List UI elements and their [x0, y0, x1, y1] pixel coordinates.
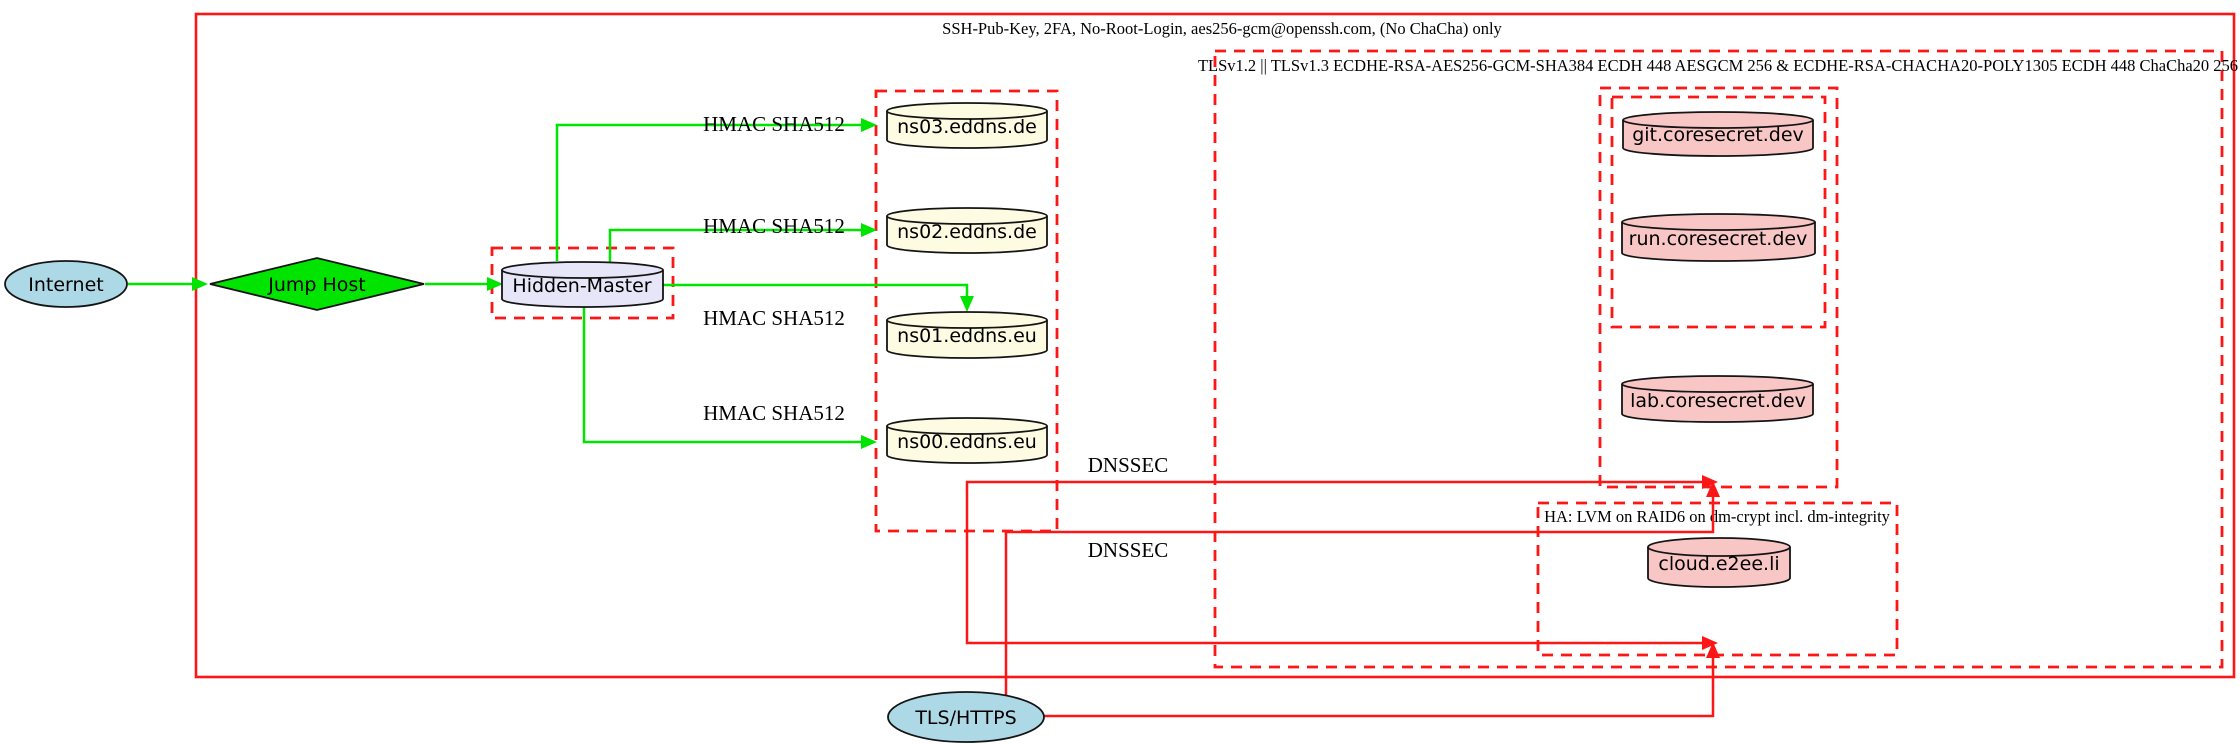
lab-label: lab.coresecret.dev — [1630, 390, 1806, 412]
tls-https-label: TLS/HTTPS — [914, 707, 1016, 729]
edge-hiddenmaster-to-ns02 — [608, 223, 877, 262]
edge-jumphost-to-hiddenmaster — [425, 277, 503, 291]
cluster-coresecret-outer-box — [1598, 86, 1839, 489]
cluster-ssh-box — [194, 12, 2236, 679]
edge-hiddenmaster-to-ns00 — [582, 305, 877, 449]
edge-internet-to-jumphost — [128, 277, 208, 291]
edge-label-hmac-ns02: HMAC SHA512 — [703, 214, 845, 238]
cluster-tls-box — [1213, 49, 2224, 669]
cylinder-lens — [1621, 383, 1814, 393]
node-ns01: ns01.eddns.eu — [886, 311, 1048, 359]
run-label: run.coresecret.dev — [1629, 228, 1808, 250]
cluster-coresecret-inner-box — [1610, 95, 1827, 329]
edge-eddns-to-coresecret-dnssec — [965, 475, 1718, 531]
node-ns00: ns00.eddns.eu — [886, 417, 1048, 464]
cylinder-lens — [886, 319, 1048, 329]
cluster-eddns-box — [874, 89, 1059, 533]
edge-tlshttps-to-ha — [1043, 642, 1720, 718]
cluster-ha-label: HA: LVM on RAID6 on dm-crypt incl. dm-in… — [1544, 507, 1891, 526]
ns01-label: ns01.eddns.eu — [897, 325, 1037, 347]
node-cloud: cloud.e2ee.li — [1647, 537, 1791, 588]
ns00-label: ns00.eddns.eu — [897, 431, 1037, 453]
node-run: run.coresecret.dev — [1621, 213, 1816, 262]
arrowhead-up-icon — [1706, 481, 1720, 497]
arrowhead-up-icon — [1706, 642, 1720, 658]
node-ns02: ns02.eddns.de — [886, 207, 1048, 254]
cluster-tls-label: TLSv1.2 || TLSv1.3 ECDHE-RSA-AES256-GCM-… — [1198, 56, 2238, 75]
node-git: git.coresecret.dev — [1622, 111, 1814, 157]
ns02-label: ns02.eddns.de — [897, 221, 1037, 243]
edge-label-dnssec-1: DNSSEC — [1088, 453, 1169, 477]
edge-hiddenmaster-to-ns03 — [555, 118, 877, 261]
edge-label-hmac-ns00: HMAC SHA512 — [703, 401, 845, 425]
edge-label-hmac-ns01: HMAC SHA512 — [703, 306, 845, 330]
git-label: git.coresecret.dev — [1632, 124, 1804, 146]
edge-hiddenmaster-to-ns01 — [662, 283, 974, 312]
cylinder-lens — [1621, 221, 1816, 231]
cylinder-lens — [886, 425, 1048, 435]
arrowhead-right-icon — [1702, 636, 1718, 650]
cluster-ssh-label: SSH-Pub-Key, 2FA, No-Root-Login, aes256-… — [942, 19, 1502, 38]
edge-tlshttps-to-coresecret — [1004, 481, 1720, 695]
hidden-master-label: Hidden-Master — [512, 275, 651, 297]
node-lab: lab.coresecret.dev — [1621, 375, 1814, 423]
node-internet: Internet — [4, 260, 128, 308]
cylinder-lens — [886, 110, 1048, 120]
jump-host-label: Jump Host — [267, 274, 366, 296]
ns03-label: ns03.eddns.de — [897, 116, 1037, 138]
node-ns03: ns03.eddns.de — [886, 102, 1048, 149]
cylinder-lens — [1622, 119, 1814, 129]
edge-label-hmac-ns03: HMAC SHA512 — [703, 112, 845, 136]
internet-label: Internet — [28, 274, 103, 296]
arrowhead-right-icon — [861, 435, 877, 449]
node-hidden-master: Hidden-Master — [501, 261, 664, 308]
cylinder-lens — [501, 269, 664, 279]
arrowhead-right-icon — [487, 277, 503, 291]
arrowhead-right-icon — [861, 223, 877, 237]
arrowhead-down-icon — [960, 296, 974, 312]
cylinder-lens — [886, 215, 1048, 225]
node-tls-https: TLS/HTTPS — [887, 691, 1045, 743]
node-jump-host: Jump Host — [209, 257, 425, 311]
cylinder-lens — [1647, 546, 1791, 557]
edge-eddns-to-ha-dnssec — [965, 531, 1718, 650]
arrowhead-right-icon — [861, 118, 877, 132]
cloud-label: cloud.e2ee.li — [1658, 553, 1779, 575]
edge-label-dnssec-2: DNSSEC — [1088, 538, 1169, 562]
arrowhead-right-icon — [1702, 475, 1718, 489]
arrowhead-right-icon — [192, 277, 208, 291]
